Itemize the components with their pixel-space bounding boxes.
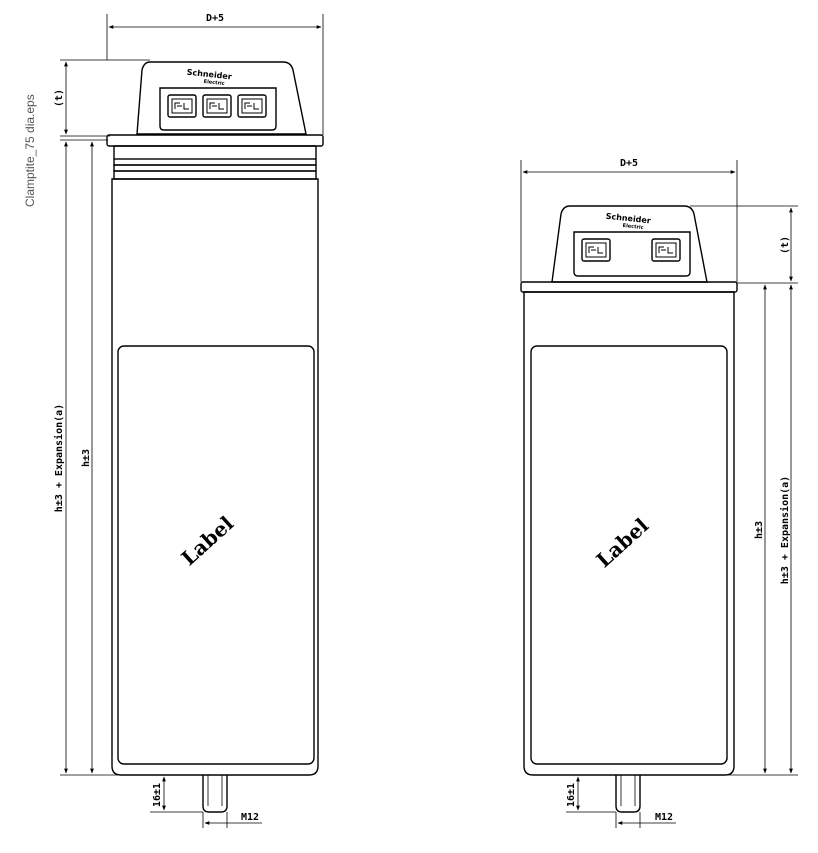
right-top-flange [520, 281, 738, 293]
right-logo: Schneider Electric [605, 212, 651, 231]
left-logo: Schneider Electric [186, 68, 232, 87]
right-stud [615, 775, 641, 813]
right-cap-dim-text: (t) [780, 236, 791, 254]
right-terminal-1 [581, 238, 611, 262]
right-width-dim-text: D+5 [620, 158, 638, 169]
right-label-panel [530, 345, 728, 765]
right-capacitor [520, 160, 798, 828]
left-stud-height-text: 16±1 [152, 783, 163, 807]
left-terminal-2 [202, 94, 232, 118]
left-label-text: Label [176, 511, 238, 570]
right-total-dim-text: h±3 + Expansion(a) [779, 476, 791, 584]
left-capacitor [60, 14, 324, 828]
right-body [523, 291, 735, 776]
file-label: Clamptite_75 dia.eps [23, 94, 37, 207]
right-body-dim-text: h±3 [754, 521, 765, 539]
right-logo-sub: Electric [622, 223, 644, 231]
left-neck-ring-3 [113, 164, 317, 172]
left-terminal-3 [237, 94, 267, 118]
left-neck-ring-4 [113, 170, 317, 180]
left-total-dim-text: h±3 + Expansion(a) [53, 404, 65, 512]
left-stud [202, 775, 228, 813]
left-terminal-block [159, 87, 277, 131]
left-body [111, 178, 319, 776]
right-terminals [581, 238, 681, 262]
left-body-dim-text: h±3 [81, 449, 92, 467]
left-width-dim-text: D+5 [206, 13, 224, 24]
right-thread-dim-text: M12 [655, 812, 673, 823]
right-terminal-2 [651, 238, 681, 262]
left-terminals [167, 94, 267, 118]
left-cap [136, 61, 307, 135]
left-label-panel [117, 345, 315, 765]
left-logo-sub: Electric [203, 79, 225, 87]
right-terminal-block [573, 231, 691, 277]
right-stud-height-text: 16±1 [566, 783, 577, 807]
left-cap-dim-text: (t) [54, 89, 65, 107]
left-terminal-1 [167, 94, 197, 118]
left-neck-ring-2 [113, 158, 317, 166]
left-thread-dim-text: M12 [241, 812, 259, 823]
left-top-flange [106, 134, 324, 147]
right-label-text: Label [591, 513, 653, 572]
